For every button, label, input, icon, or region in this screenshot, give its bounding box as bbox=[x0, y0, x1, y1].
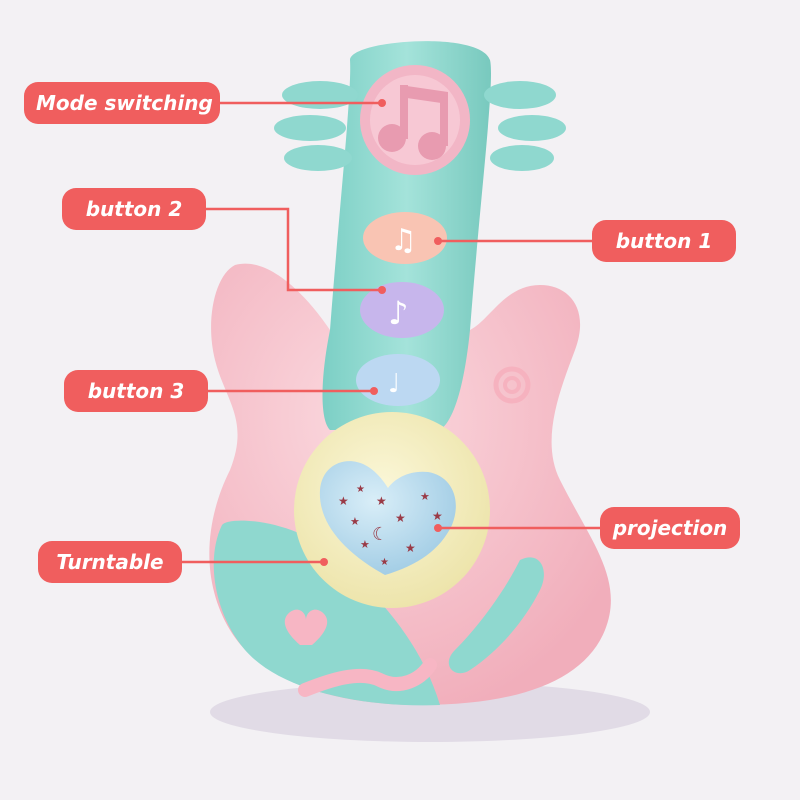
treble-clef-icon: ♩ bbox=[388, 369, 400, 399]
label-projection: projection bbox=[600, 507, 740, 549]
guitar-body-mint-accent bbox=[213, 520, 440, 706]
svg-text:★: ★ bbox=[376, 494, 387, 508]
pink-swirl bbox=[298, 658, 437, 697]
svg-text:★: ★ bbox=[395, 511, 406, 525]
svg-text:★: ★ bbox=[405, 541, 416, 555]
label-button-2: button 2 bbox=[62, 188, 206, 230]
svg-text:★: ★ bbox=[356, 484, 365, 495]
button-2[interactable] bbox=[360, 282, 444, 338]
svg-text:☾: ☾ bbox=[372, 524, 388, 545]
svg-text:★: ★ bbox=[350, 515, 360, 528]
label-button-3: button 3 bbox=[64, 370, 208, 412]
label-mode-switching: Mode switching bbox=[24, 82, 220, 124]
svg-text:★: ★ bbox=[380, 557, 389, 568]
music-note-icon bbox=[378, 85, 448, 160]
projection-stars: ★ ★ ★ ★ ★ ★ ★ ★ ★ ★ ☾ bbox=[338, 484, 443, 568]
toy-shadow bbox=[210, 682, 650, 742]
mint-right-decor bbox=[448, 557, 544, 674]
svg-text:★: ★ bbox=[432, 509, 443, 523]
button-1[interactable] bbox=[363, 212, 447, 264]
music-note-icon: ♫ bbox=[390, 223, 417, 258]
spiral-emboss bbox=[493, 366, 531, 404]
svg-text:★: ★ bbox=[360, 538, 370, 551]
leader-lines bbox=[182, 99, 600, 566]
heart-emboss bbox=[284, 609, 328, 645]
label-turntable: Turntable bbox=[38, 541, 182, 583]
svg-text:★: ★ bbox=[420, 490, 430, 503]
music-note-icon: ♪ bbox=[388, 294, 408, 332]
svg-text:★: ★ bbox=[338, 494, 349, 508]
projection-heart[interactable] bbox=[319, 461, 456, 575]
label-button-1: button 1 bbox=[592, 220, 736, 262]
